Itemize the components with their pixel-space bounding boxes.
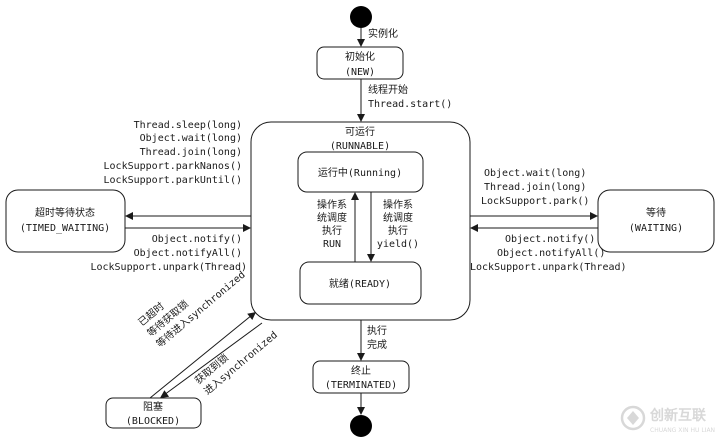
label-to-waiting-2: Thread.join(long) [484,182,586,193]
arrow-to-timed-waiting [125,212,251,220]
watermark-name: 创新互联 [649,407,707,424]
state-runnable-name: 可运行 [345,125,375,138]
final-state-dot [350,415,372,437]
state-timed-waiting-box [5,189,126,253]
arrow-blocked-to-runnable [149,312,256,399]
label-to-timed-waiting-3: Thread.join(long) [140,147,242,158]
state-ready-label: 就绪(READY) [329,277,391,290]
label-schedule-run-2: 统调度 [317,211,347,224]
label-schedule-run-4: RUN [323,239,341,250]
watermark-logo: 创新互联 CHUANG XIN HU LIAN [620,405,715,434]
label-schedule-run-3: 执行 [322,224,342,237]
state-timed-waiting-name: 超时等待状态 [35,206,95,219]
arrow-finish [357,320,365,361]
watermark-sub: CHUANG XIN HU LIAN [650,427,715,434]
watermark-emblem-mark-icon [627,411,639,425]
state-blocked-name: 阻塞 [143,400,163,413]
label-to-timed-waiting-1: Thread.sleep(long) [134,120,242,131]
state-running-box [297,151,424,193]
label-from-timed-waiting-3: LockSupport.unpark(Thread) [90,262,247,273]
label-blocked-release-3: 等待进入synchronized [153,268,247,350]
label-from-waiting-3: LockSupport.unpark(Thread) [470,262,627,273]
label-from-timed-waiting-2: Object.notifyAll() [134,248,242,259]
state-new-sub: (NEW) [345,67,375,78]
label-thread-start-2: Thread.start() [368,99,452,110]
label-thread-start-1: 线程开始 [368,83,408,96]
label-schedule-yield-4: yield() [377,239,419,250]
label-to-waiting-3: LockSupport.park() [481,196,589,207]
state-waiting-name: 等待 [646,206,666,219]
state-new-box [316,46,404,80]
arrow-runnable-to-blocked [160,322,263,398]
arrow-ready-to-running [351,192,359,262]
arrow-to-waiting [470,212,598,220]
state-terminated-name: 终止 [351,364,371,377]
label-schedule-yield-1: 操作系 [383,198,413,211]
state-new-name: 初始化 [345,50,375,63]
state-waiting-sub: (WAITING) [629,223,683,234]
label-from-timed-waiting-1: Object.notify() [152,234,242,245]
label-schedule-run-1: 操作系 [317,198,347,211]
arrow-terminate-end [357,393,365,415]
arrow-from-waiting [470,224,598,232]
state-runnable-sub: (RUNNABLE) [330,141,390,152]
state-blocked-sub: (BLOCKED) [126,416,180,427]
label-from-waiting-2: Object.notifyAll() [497,248,605,259]
label-instantiate: 实例化 [368,27,398,40]
label-to-timed-waiting-5: LockSupport.parkUntil() [104,175,242,186]
state-timed-waiting-sub: (TIMED_WAITING) [20,223,110,234]
initial-state-dot [350,6,372,28]
arrow-instantiate [357,28,365,47]
label-to-waiting-1: Object.wait(long) [484,168,586,179]
arrow-from-timed-waiting [125,224,251,232]
state-running-label: 运行中(Running) [318,166,402,179]
state-ready-box [299,261,422,305]
arrow-thread-start [357,79,365,122]
watermark-emblem-icon [620,405,646,431]
label-schedule-yield-3: 执行 [388,224,408,237]
label-from-waiting-1: Object.notify() [505,234,595,245]
label-finish-1: 执行 [367,324,387,337]
state-blocked-box [105,397,202,429]
label-blocked-enter: 获取到锁 进入synchronized [192,329,280,397]
label-to-timed-waiting-2: Object.wait(long) [140,133,242,144]
label-to-timed-waiting-4: LockSupport.parkNanos() [104,161,242,172]
label-finish-2: 完成 [367,338,387,351]
arrow-running-to-ready [367,192,375,262]
state-terminated-sub: (TERMINATED) [325,380,397,391]
label-schedule-yield-2: 统调度 [383,211,413,224]
state-waiting-box [597,189,715,253]
